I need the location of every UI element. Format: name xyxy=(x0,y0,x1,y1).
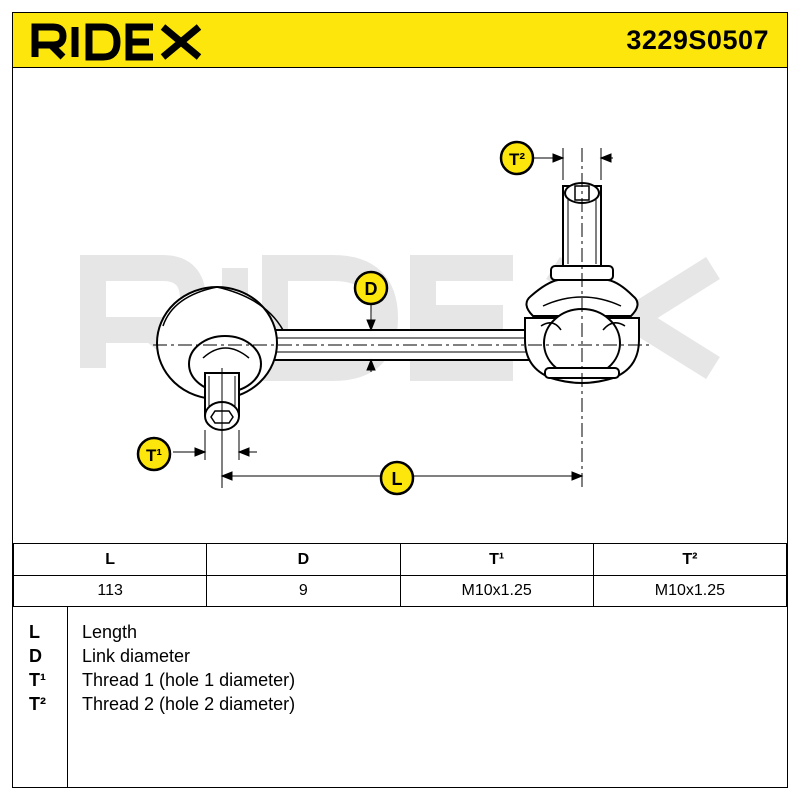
legend-symbol: T² xyxy=(29,694,46,714)
legend-item: T² Thread 2 (hole 2 diameter) xyxy=(13,692,787,716)
legend-symbol: T¹ xyxy=(29,670,46,690)
spec-value-t2: M10x1.25 xyxy=(592,575,788,607)
spec-header-t2: T² xyxy=(592,543,788,576)
badge-l-label: L xyxy=(392,469,403,489)
badge-l: L xyxy=(379,460,415,496)
spec-header-l: L xyxy=(12,543,208,576)
badge-d-label: D xyxy=(365,279,378,299)
spec-value-l: 113 xyxy=(12,575,208,607)
spec-table: L D T¹ T² 113 9 M10x1.25 M10x1.25 xyxy=(12,543,788,607)
spec-value-t1: M10x1.25 xyxy=(399,575,594,607)
legend-symbol: D xyxy=(29,646,42,666)
legend-description: Thread 1 (hole 1 diameter) xyxy=(82,670,296,690)
stabilizer-link-diagram: T² D T¹ L xyxy=(80,140,720,496)
legend-item: T¹ Thread 1 (hole 1 diameter) xyxy=(13,668,787,692)
badge-t1: T¹ xyxy=(136,436,172,472)
spec-header-d: D xyxy=(206,543,401,576)
product-sheet: 3229S0507 xyxy=(12,12,788,788)
part-number: 3229S0507 xyxy=(626,25,769,55)
badge-d: D xyxy=(353,270,389,306)
legend-description: Link diameter xyxy=(82,646,191,666)
left-joint xyxy=(156,286,284,431)
header-bar: 3229S0507 xyxy=(13,13,787,68)
technical-drawing: T² D T¹ L xyxy=(13,68,787,544)
legend-symbol: L xyxy=(29,622,40,642)
dimension-lines xyxy=(153,148,653,488)
legend-item: L Length xyxy=(13,620,787,644)
ridex-logo xyxy=(31,23,202,61)
spec-header-t1: T¹ xyxy=(399,543,594,576)
spec-table-value-row: 113 9 M10x1.25 M10x1.25 xyxy=(12,575,788,607)
badge-t2: T² xyxy=(499,140,535,176)
legend-divider xyxy=(67,607,68,788)
badge-t1-label: T¹ xyxy=(146,446,162,465)
legend: L Length D Link diameter T¹ Thread 1 (ho… xyxy=(13,607,787,788)
badge-t2-label: T² xyxy=(509,150,525,169)
spec-table-header-row: L D T¹ T² xyxy=(12,543,788,576)
legend-description: Length xyxy=(82,622,138,642)
legend-description: Thread 2 (hole 2 diameter) xyxy=(82,694,296,714)
spec-value-d: 9 xyxy=(206,575,401,607)
legend-item: D Link diameter xyxy=(13,644,787,668)
